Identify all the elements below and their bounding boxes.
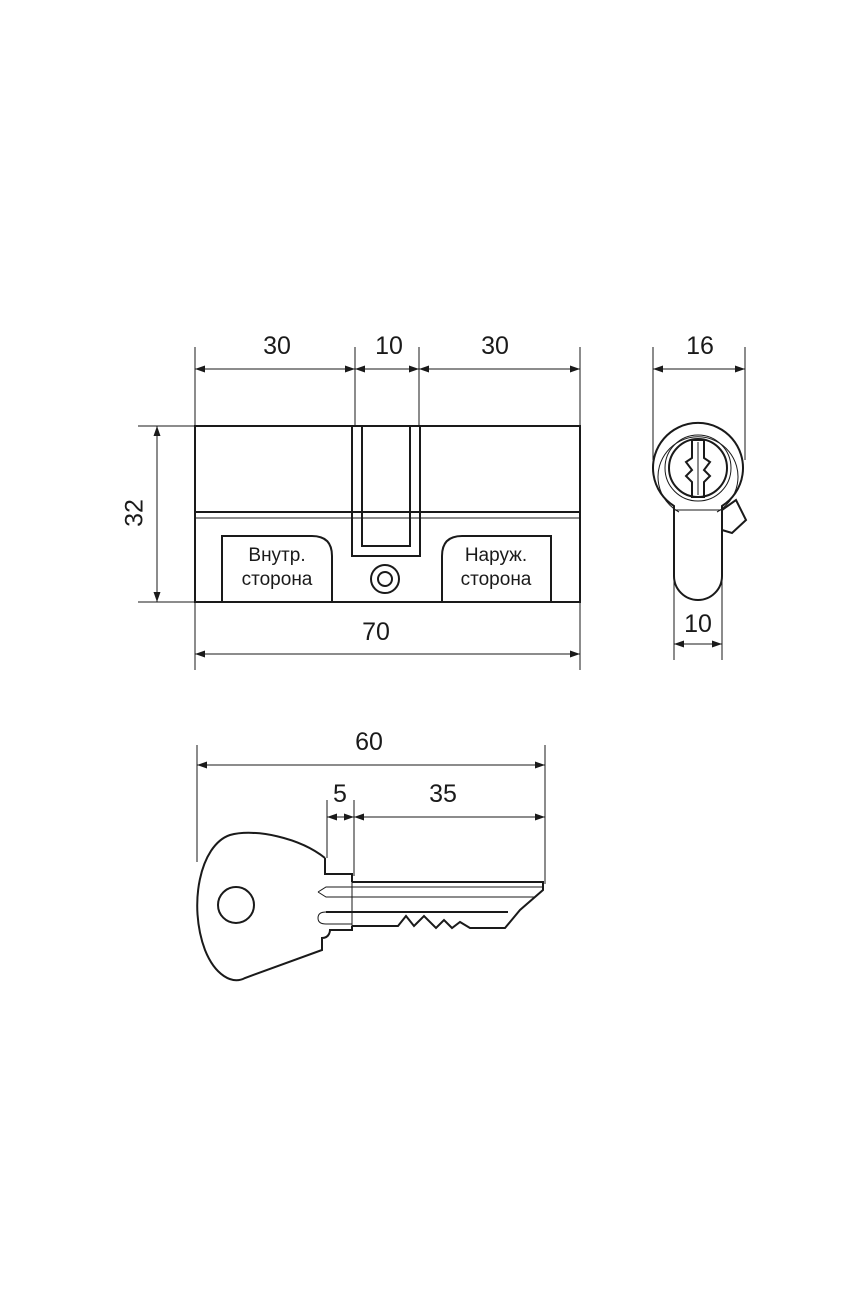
outer-side-label-box: Наруж. сторона [441, 535, 552, 602]
outer-side-label-line2: сторона [461, 569, 532, 590]
svg-text:35: 35 [429, 780, 457, 808]
dimension-key-5: 5 [327, 780, 354, 821]
keyway [684, 439, 712, 498]
inner-side-label-line2: сторона [242, 569, 313, 590]
dimension-right-30: 30 [419, 332, 580, 373]
svg-text:10: 10 [684, 610, 712, 638]
dimension-profile-10: 10 [674, 610, 722, 648]
cam-tab [721, 498, 748, 535]
svg-text:16: 16 [686, 332, 714, 360]
inner-side-label-box: Внутр. сторона [221, 535, 333, 602]
screw-hole [370, 564, 400, 594]
key-bow-hole [217, 886, 255, 924]
dimension-key-35: 35 [354, 780, 545, 821]
inner-side-label-line1: Внутр. [248, 545, 305, 566]
dimension-height-32: 32 [121, 426, 161, 602]
cylinder-front-view: Внутр. сторона Наруж. сторона 30 10 30 [121, 332, 581, 670]
cylinder-profile-view: 16 10 [652, 332, 748, 660]
cam-slot [351, 426, 421, 557]
cylinder-body [194, 425, 581, 603]
svg-text:30: 30 [481, 332, 509, 360]
profile-outline [652, 421, 744, 601]
svg-text:60: 60 [355, 728, 383, 756]
svg-text:70: 70 [362, 618, 390, 646]
dimension-left-30: 30 [195, 332, 355, 373]
svg-text:5: 5 [333, 780, 347, 808]
dimension-total-70: 70 [195, 618, 580, 658]
outer-side-label-line1: Наруж. [465, 545, 527, 566]
svg-text:30: 30 [263, 332, 291, 360]
key-bow [196, 831, 353, 982]
dimension-profile-16: 16 [653, 332, 745, 373]
dimension-cam-10: 10 [355, 332, 419, 373]
key-view: 60 5 35 [196, 728, 546, 982]
dimension-key-60: 60 [197, 728, 545, 769]
svg-text:10: 10 [375, 332, 403, 360]
svg-text:32: 32 [121, 499, 149, 527]
